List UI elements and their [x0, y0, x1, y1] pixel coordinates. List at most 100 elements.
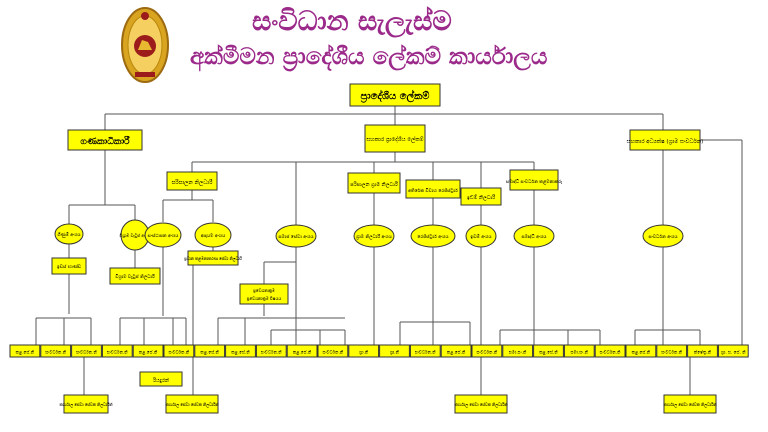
label-pravesha: ප්‍රවේශනාක්‍රම	[253, 288, 275, 294]
label-pravesha-2: ප්‍රවේශනාක්‍රම විෂයය	[246, 296, 281, 302]
node-registrar-div	[410, 224, 456, 248]
box-office-aide-1	[63, 394, 109, 414]
label-mgmt-asst: ප්‍රධාන කළමනාකරණ සේවා නිලධාරී	[184, 256, 243, 262]
bottom-box-17	[533, 344, 564, 358]
bottom-label-19: සංවර්ධන.නි	[600, 350, 621, 355]
label-asst-secretary: සහකාර ප්‍රාදේශීය ලේකම්	[366, 136, 423, 143]
bottom-box-1	[40, 344, 72, 358]
bottom-box-7	[225, 344, 256, 358]
chart-boxes: ප්‍රාදේශීය ලේකම් ගණකාධිකාරී සහකාර ප්‍රාද…	[51, 83, 717, 414]
label-admin-gn-officer: පරිපාලන ග්‍රාම නිලධාරී	[350, 181, 398, 188]
bottom-box-6	[194, 344, 226, 358]
bottom-label-17: කළ.සේ.නි	[539, 349, 558, 355]
bottom-box-12	[379, 344, 410, 358]
label-samurdhi-manager: සමෘද්ධි සංවර්ධන කළමනාකරු	[506, 179, 563, 185]
label-registrar: අතිරේක විවාහ රෙජිස්ට්‍රාර්	[408, 188, 458, 194]
bottom-label-11: ග්‍රා.නි	[359, 350, 369, 355]
box-admin-officer	[166, 171, 218, 191]
box-accountant	[67, 129, 143, 151]
node-income-div	[194, 222, 232, 248]
label-samurdhi-div: සමෘද්ධි අංශය	[521, 234, 547, 240]
bottom-label-0: කළ.සේ.නි	[16, 349, 35, 355]
bottom-label-13: සංවර්ධන.නි	[415, 350, 436, 355]
box-driver	[139, 371, 183, 387]
label-stores-keeper: ඉඩස් භාණ්ඩ	[57, 264, 82, 270]
label-pension-officer: විශ්‍රාම වැටුප් නිලධාරී	[115, 273, 155, 280]
label-estab-div: සංස්ථාපන අංශය	[148, 233, 179, 239]
label-accounts-div: ගිණුම් අංශය	[57, 232, 81, 238]
bottom-label-16: සමා.සං.නි	[509, 350, 527, 355]
bottom-row: කළ.සේ.නි සංවර්ධන.නි සංවර්ධන.නි සංවර්ධන.නි කළ…	[9, 344, 749, 358]
bottom-box-13	[409, 344, 441, 358]
node-dev-div	[642, 224, 684, 248]
bottom-box-4	[132, 344, 164, 358]
bottom-box-3	[101, 344, 133, 358]
government-emblem-icon	[121, 7, 169, 83]
bottom-label-2: සංවර්ධන.නි	[76, 350, 97, 355]
box-office-aide-2	[165, 394, 219, 414]
label-secretary: ප්‍රාදේශීය ලේකම්	[360, 89, 430, 103]
box-land-officer	[460, 187, 502, 206]
connector-lines	[35, 106, 743, 395]
label-asst-director: සහකාර අධ්‍යක්ෂ (ග්‍රාම සංවර්ධන)	[627, 138, 704, 145]
bottom-label-5: සංවර්ධන.නි	[168, 350, 189, 355]
bottom-label-9: කළ.සේ.නි	[293, 349, 312, 355]
bottom-box-8	[255, 344, 287, 358]
bottom-label-6: කළ.සේ.නි	[200, 349, 219, 355]
bottom-label-7: කළ.සේ.නි	[231, 349, 250, 355]
box-office-aide-4	[663, 394, 717, 414]
bottom-label-22: ක්ෂේත්‍ර.නි	[694, 349, 712, 355]
bottom-box-22	[687, 344, 718, 358]
label-accountant: ගණකාධිකාරී	[80, 135, 130, 147]
bottom-box-14	[440, 344, 472, 358]
page-title: සංවිධාන සැලැස්ම	[252, 6, 452, 37]
box-mgmt-asst	[187, 250, 239, 266]
bottom-label-23: ග්‍රා. ස. සේ. නි	[721, 349, 746, 354]
label-income-div: ආදායම අංශය	[201, 233, 226, 239]
bottom-box-10	[317, 344, 349, 358]
box-registrar	[405, 179, 461, 199]
label-office-aide-3: කාර්යාල සේවා සේවක නිලධාරීන්	[455, 402, 508, 407]
bottom-label-18: සමා.සං.නි	[571, 350, 589, 355]
bottom-label-4: කළ.සේ.නි	[139, 349, 158, 355]
box-admin-gn-officer	[347, 172, 401, 194]
bottom-label-15: සංවර්ධන.නි	[476, 350, 497, 355]
bottom-box-23	[717, 344, 749, 358]
label-office-aide-2: කාර්යාල සේවා සේවක නිලධාරීන්	[166, 402, 219, 407]
label-land-div: ඉඩම් අංශය	[470, 234, 492, 240]
label-land-officer: ඉඩම් නිලධාරී	[467, 194, 495, 201]
box-pravesha	[239, 283, 289, 305]
bottom-box-19	[594, 344, 626, 358]
node-land-div	[465, 224, 497, 248]
bottom-box-0	[9, 344, 41, 358]
bottom-box-9	[286, 344, 318, 358]
node-social-div	[275, 224, 317, 248]
bottom-label-14: කළ.සේ.නි	[447, 349, 466, 355]
node-samurdhi-div	[513, 224, 555, 248]
label-office-aide-4: කාර්යාල සේවා සේවක නිලධාරීන්	[664, 402, 717, 407]
label-dev-div: සංවර්ධන අංශය	[648, 234, 678, 240]
box-secretary	[349, 83, 441, 107]
bottom-label-3: සංවර්ධන.නි	[107, 350, 128, 355]
box-asst-director	[629, 129, 701, 151]
box-office-aide-3	[454, 394, 508, 414]
bottom-box-21	[656, 344, 688, 358]
bottom-box-11	[348, 344, 380, 358]
box-samurdhi-manager	[509, 169, 559, 191]
box-pension-officer	[109, 267, 161, 285]
label-admin-officer: පරිපාලන නිලධාරී	[172, 179, 214, 186]
bottom-label-21: සංවර්ධන.නි	[661, 350, 682, 355]
label-driver: රියදුරන්	[153, 377, 169, 384]
node-estab-div	[144, 222, 182, 248]
label-gn-div: ග්‍රාම නිලධාරී අංශය	[355, 233, 392, 240]
bottom-label-20: කළ.සේ.නි	[632, 349, 651, 355]
bottom-box-20	[625, 344, 657, 358]
box-stores-keeper	[51, 257, 87, 275]
bottom-box-5	[163, 344, 195, 358]
label-social-div: සමාජ සේවා අංශය	[278, 234, 314, 240]
bottom-box-18	[563, 344, 595, 358]
bottom-box-16	[502, 344, 534, 358]
bottom-label-1: සංවර්ධන.නි	[45, 350, 66, 355]
label-pension-div: විශ්‍රාම වැටුප් අංශය	[119, 233, 151, 239]
